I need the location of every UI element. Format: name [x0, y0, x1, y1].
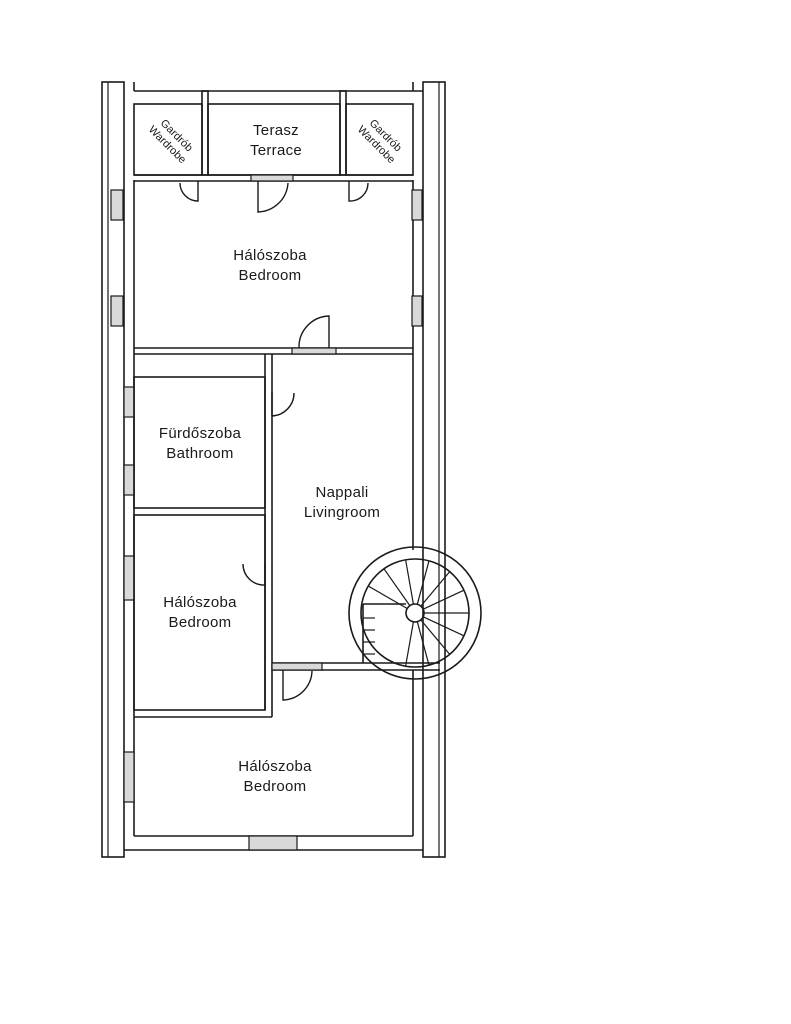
door-wardrobe-right	[348, 181, 369, 202]
label-livingroom-hu: Nappali	[316, 484, 369, 501]
door-wardrobe-left	[179, 181, 199, 202]
label-wardrobe-left: Gardrób Wardrobe	[146, 117, 195, 166]
window-left-6	[123, 751, 135, 803]
door-bathroom	[271, 392, 295, 417]
door-opening-top-bedroom	[291, 347, 337, 355]
window-left-4	[123, 464, 135, 496]
window-left-5	[123, 555, 135, 601]
window-right-2	[411, 295, 423, 327]
outer-walls	[101, 81, 446, 858]
label-bedroom-top-en: Bedroom	[239, 267, 302, 284]
doors	[179, 181, 369, 701]
windows	[110, 174, 423, 851]
label-bathroom-en: Bathroom	[166, 445, 233, 462]
stair-tread	[420, 571, 451, 607]
spiral-staircase	[348, 546, 482, 680]
door-opening-bottom	[271, 662, 323, 671]
stair-tread	[367, 585, 408, 610]
stair-tread	[420, 619, 451, 655]
stair-tread	[422, 616, 465, 637]
stair-tread	[405, 621, 414, 667]
label-wardrobe-right: Gardrób Wardrobe	[355, 117, 404, 166]
label-bedroom-middle-en: Bedroom	[169, 614, 232, 631]
label-bedroom-middle-hu: Hálószoba	[163, 594, 237, 611]
label-bedroom-bottom-hu: Hálószoba	[238, 758, 312, 775]
label-bedroom-top-hu: Hálószoba	[233, 247, 307, 264]
label-bathroom-hu: Fürdőszoba	[159, 425, 242, 442]
label-terrace-hu: Terasz	[253, 122, 299, 139]
window-right-1	[411, 189, 423, 221]
window-terrace-door	[250, 174, 294, 182]
door-terrace	[257, 181, 289, 213]
stair-tread	[422, 589, 465, 610]
door-bedroom-top	[298, 315, 330, 349]
interior-walls	[133, 347, 440, 718]
window-left-1	[110, 189, 124, 221]
label-terrace-en: Terrace	[250, 142, 302, 159]
label-livingroom-en: Livingroom	[304, 504, 380, 521]
stair-tread	[416, 621, 430, 666]
door-bedroom-bottom	[282, 670, 313, 701]
window-bottom	[248, 835, 298, 851]
window-left-3	[123, 386, 135, 418]
stair-tread	[416, 560, 430, 605]
label-bedroom-bottom-en: Bedroom	[244, 778, 307, 795]
stair-tread	[405, 559, 414, 605]
stair-tread	[383, 568, 411, 606]
room-labels: Gardrób Wardrobe Terasz Terrace Gardrób …	[146, 117, 404, 795]
door-bedroom-middle	[242, 563, 266, 586]
window-left-2	[110, 295, 124, 327]
